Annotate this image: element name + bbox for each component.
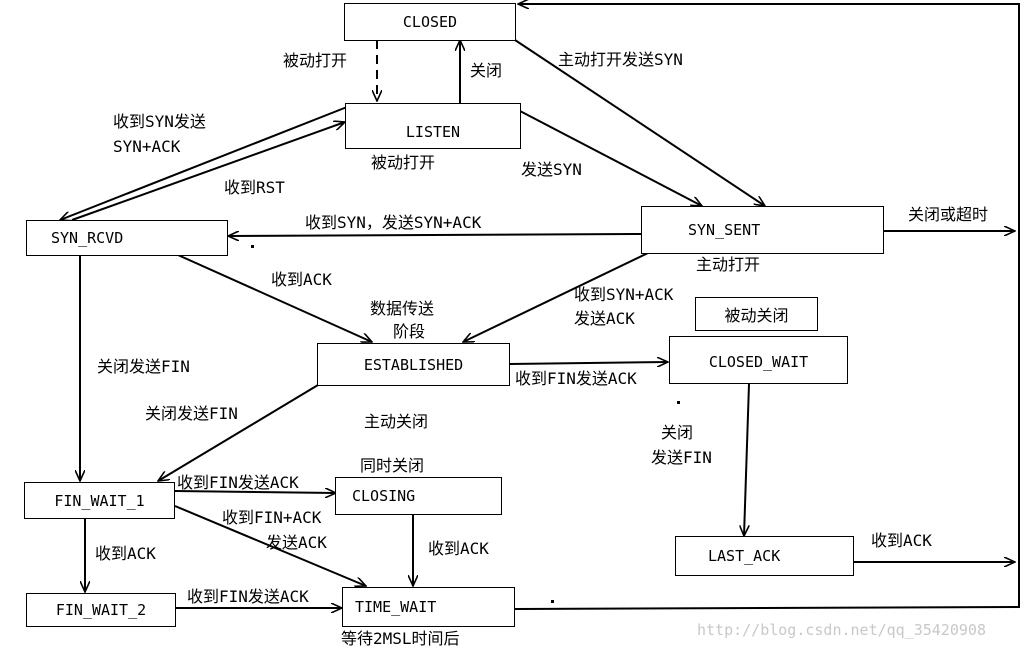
arrow-finwait1-to-closing [174,491,336,493]
state-fin-wait-1: FIN_WAIT_1 [24,482,175,519]
label-passive-open-top: 被动打开 [283,51,348,70]
label-wait-2msl: 等待2MSL时间后 [341,629,460,648]
label-recv-finack-1: 收到FIN+ACK [222,508,322,527]
label-recv-synack-2: 发送ACK [574,309,635,328]
state-syn-rcvd: SYN_RCVD [26,220,228,256]
label-close-or-timeout: 关闭或超时 [908,205,989,224]
label-active-open-send-syn: 主动打开发送SYN [558,50,683,69]
label-recv-ack-closing: 收到ACK [428,539,489,558]
label-recv-syn-send-synack: 收到SYN，发送SYN+ACK [305,213,482,232]
label-recv-ack-synrcvd: 收到ACK [271,270,332,289]
label-data-transfer-1: 数据传送 [370,299,435,318]
label-close-cw-1: 关闭 [661,423,694,442]
state-syn-sent: SYN_SENT [641,206,884,254]
label-close-cw-2: 发送FIN [651,448,712,467]
label-send-syn: 发送SYN [521,160,582,179]
label-active-close: 主动关闭 [364,412,429,431]
label-close-send-fin-est: 关闭发送FIN [145,404,238,423]
state-established: ESTABLISHED [317,343,510,386]
arrow-timewait-to-closed [514,4,1020,610]
state-closing: CLOSING [335,477,502,515]
arrow-synrcvd-to-established [177,254,372,343]
arrow-synsent-to-synrcvd [228,234,642,236]
state-closed: CLOSED [344,3,516,41]
state-listen: LISTEN [345,103,521,149]
state-last-ack: LAST_ACK [675,536,854,576]
arrow-synrcvd-to-listen [71,122,345,221]
arrow-closedwait-to-lastack [744,383,750,536]
label-recv-fin-send-ack-est: 收到FIN发送ACK [515,369,637,388]
label-recv-synack-1: 收到SYN+ACK [574,285,674,304]
label-recv-ack-fw1: 收到ACK [95,544,156,563]
arrow-listen-to-synsent [519,110,702,206]
state-time-wait: TIME_WAIT [342,587,515,627]
label-recv-rst: 收到RST [224,178,285,197]
label-recv-syn-send-2: SYN+ACK [113,137,181,156]
arrow-closed-to-synsent [514,39,765,206]
label-close-send-fin-left: 关闭发送FIN [97,357,190,376]
label-recv-syn-send-1: 收到SYN发送 [113,112,206,131]
label-simultaneous-close: 同时关闭 [360,456,425,475]
label-passive-open-listen: 被动打开 [371,153,436,172]
state-closed-wait: CLOSED_WAIT [669,336,848,384]
label-recv-finack-2: 发送ACK [266,533,327,552]
arrow-established-to-closedwait [509,362,668,364]
label-active-open: 主动打开 [696,255,761,274]
label-data-transfer-2: 阶段 [393,322,426,341]
arrow-synsent-to-established [463,252,649,343]
arrow-listen-to-synrcvd [60,106,348,220]
label-recv-ack-lastack: 收到ACK [871,531,932,550]
arrow-finwait1-to-timewait [174,505,366,586]
note-passive-close: 被动关闭 [695,297,818,331]
label-close-top: 关闭 [470,61,503,80]
label-recv-fin-send-ack-fw2: 收到FIN发送ACK [187,587,309,606]
arrow-established-to-finwait1 [158,384,319,481]
watermark: http://blog.csdn.net/qq_35420908 [697,621,986,639]
label-recv-fin-send-ack-fw1: 收到FIN发送ACK [177,473,299,492]
state-fin-wait-2: FIN_WAIT_2 [26,593,176,627]
